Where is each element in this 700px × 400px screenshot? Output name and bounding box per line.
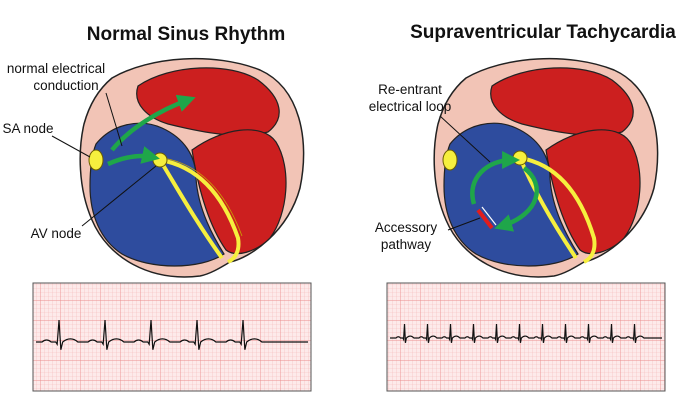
- labels-normal: normal electrical conduction SA node AV …: [2, 61, 157, 241]
- atrium-red: [136, 67, 280, 136]
- leader-sa-node: [51, 135, 91, 158]
- heart-normal: [79, 57, 305, 278]
- sa-node-dot: [88, 149, 104, 171]
- left-ventricle-red: [191, 129, 287, 255]
- atrium-red: [490, 67, 634, 136]
- av-node-dot: [152, 152, 168, 168]
- leader-av-node: [81, 165, 157, 227]
- ecg-trace-svt: [390, 323, 662, 344]
- accessory-pathway-band: [476, 208, 494, 230]
- label-av-node: AV node: [31, 226, 82, 241]
- leader-accessory: [447, 217, 481, 231]
- right-chamber-blue: [443, 122, 579, 267]
- label-accessory-line1: Accessory: [375, 220, 438, 235]
- labels-svt: Re-entrant electrical loop Accessory pat…: [369, 82, 491, 252]
- heart-svt: [433, 57, 659, 278]
- panel-title-svt: Supraventricular Tachycardia: [410, 22, 676, 43]
- ecg-strip-svt: [386, 282, 666, 392]
- leader-conduction: [105, 92, 123, 147]
- left-ventricle-red: [545, 129, 641, 255]
- conduction-pathway: [518, 156, 597, 264]
- accessory-pathway-outline: [481, 206, 497, 226]
- sa-node-dot: [442, 149, 458, 171]
- reentrant-loop-arrow-upper: [470, 151, 521, 205]
- leader-loop: [439, 115, 491, 163]
- ecg-strip-normal: [32, 282, 312, 392]
- label-loop-line2: electrical loop: [369, 99, 452, 114]
- panel-title-normal: Normal Sinus Rhythm: [87, 24, 285, 45]
- green-arrow-to-av: [107, 146, 160, 167]
- ecg-strip-grid: [386, 282, 666, 392]
- label-sa-node: SA node: [2, 121, 53, 136]
- reentrant-loop-arrow-lower: [494, 166, 539, 232]
- label-accessory-line2: pathway: [381, 237, 432, 252]
- av-node-dot: [512, 150, 528, 166]
- ecg-strip-grid: [32, 282, 312, 392]
- conduction-pathway-outline: [162, 157, 243, 237]
- label-conduction-line1: normal electrical: [7, 61, 105, 76]
- green-arrow-to-atrium: [110, 94, 196, 152]
- ecg-trace-normal: [36, 319, 308, 350]
- label-conduction-line2: conduction: [33, 78, 98, 93]
- conduction-pathway: [158, 158, 241, 264]
- label-loop-line1: Re-entrant: [378, 82, 442, 97]
